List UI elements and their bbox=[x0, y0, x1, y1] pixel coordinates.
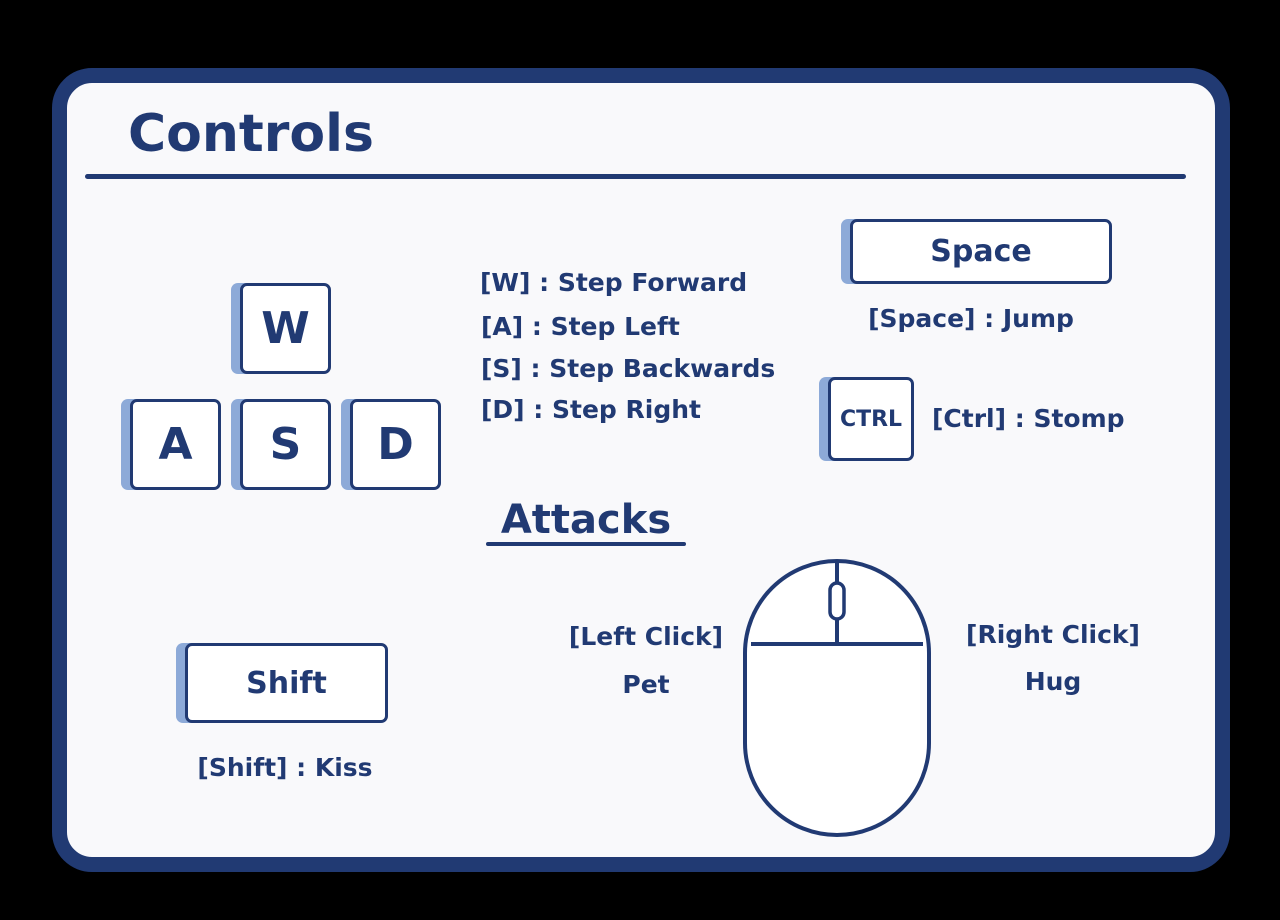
movement-left-label: [A] : Step Left bbox=[481, 312, 680, 341]
ctrl-key: CTRL bbox=[828, 377, 914, 461]
mouse-icon bbox=[743, 559, 931, 837]
a-key: A bbox=[130, 399, 221, 490]
shift-key: Shift bbox=[185, 643, 388, 723]
hug-label: Hug bbox=[1024, 667, 1082, 696]
attacks-heading: Attacks bbox=[500, 497, 672, 543]
attacks-underline bbox=[486, 542, 686, 546]
space-key: Space bbox=[850, 219, 1112, 284]
s-key: S bbox=[240, 399, 331, 490]
stomp-label: [Ctrl] : Stomp bbox=[932, 404, 1125, 433]
w-key: W bbox=[240, 283, 331, 374]
movement-backwards-label: [S] : Step Backwards bbox=[481, 354, 776, 383]
jump-label: [Space] : Jump bbox=[868, 304, 1074, 333]
pet-label: Pet bbox=[622, 670, 670, 699]
d-key: D bbox=[350, 399, 441, 490]
movement-right-label: [D] : Step Right bbox=[481, 395, 701, 424]
title-divider bbox=[85, 174, 1186, 179]
controls-panel bbox=[52, 68, 1230, 872]
kiss-label: [Shift] : Kiss bbox=[197, 753, 373, 782]
right-click-label: [Right Click] bbox=[966, 620, 1140, 649]
movement-forward-label: [W] : Step Forward bbox=[480, 268, 748, 297]
page-title: Controls bbox=[128, 104, 374, 164]
left-click-label: [Left Click] bbox=[568, 622, 724, 651]
